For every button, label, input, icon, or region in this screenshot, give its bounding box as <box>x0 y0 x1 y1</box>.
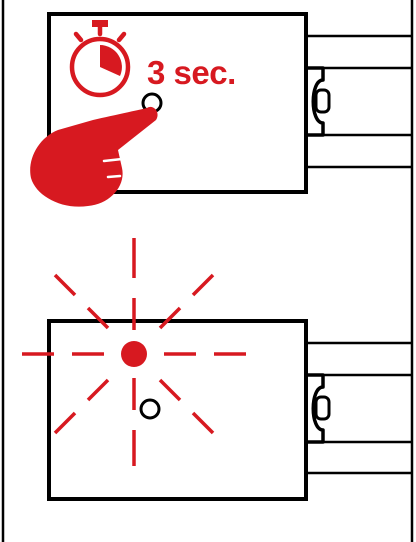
led-flashing-icon <box>121 341 147 367</box>
hold-duration-label: 3 sec. <box>147 54 236 91</box>
cable-lines <box>306 341 412 475</box>
step2-panel <box>22 238 412 501</box>
stopwatch-icon <box>69 20 131 98</box>
step1-panel: 3 sec. <box>30 12 412 207</box>
device-body <box>47 319 308 501</box>
cable-lines <box>306 34 412 169</box>
led-flash-rays <box>22 238 246 466</box>
reset-button[interactable] <box>139 398 161 420</box>
device-body <box>47 12 308 194</box>
pointing-hand-icon <box>30 106 158 207</box>
device-connector <box>306 66 331 137</box>
device-connector <box>306 373 331 444</box>
